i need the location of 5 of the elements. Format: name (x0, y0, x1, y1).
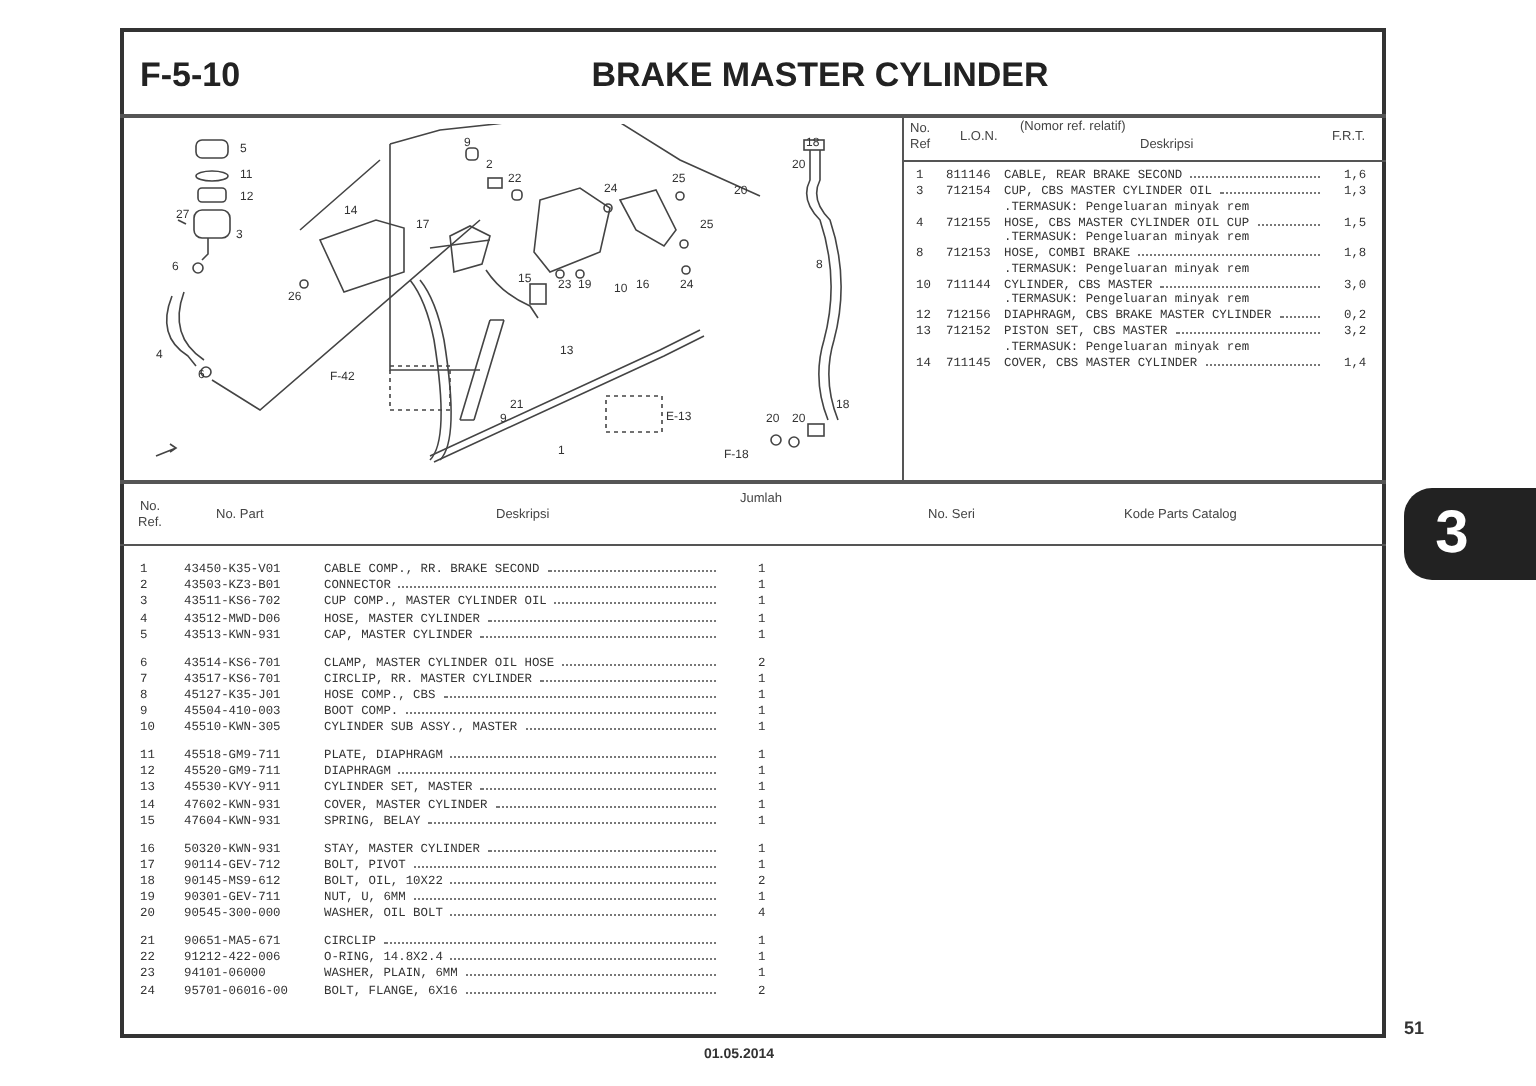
section-code: F-5-10 (140, 56, 241, 96)
page-number: 51 (1404, 1018, 1425, 1038)
chapter-tab (1404, 488, 1536, 580)
chapter-number: 3 (1435, 500, 1469, 568)
page-title: BRAKE MASTER CYLINDER (589, 56, 1051, 96)
